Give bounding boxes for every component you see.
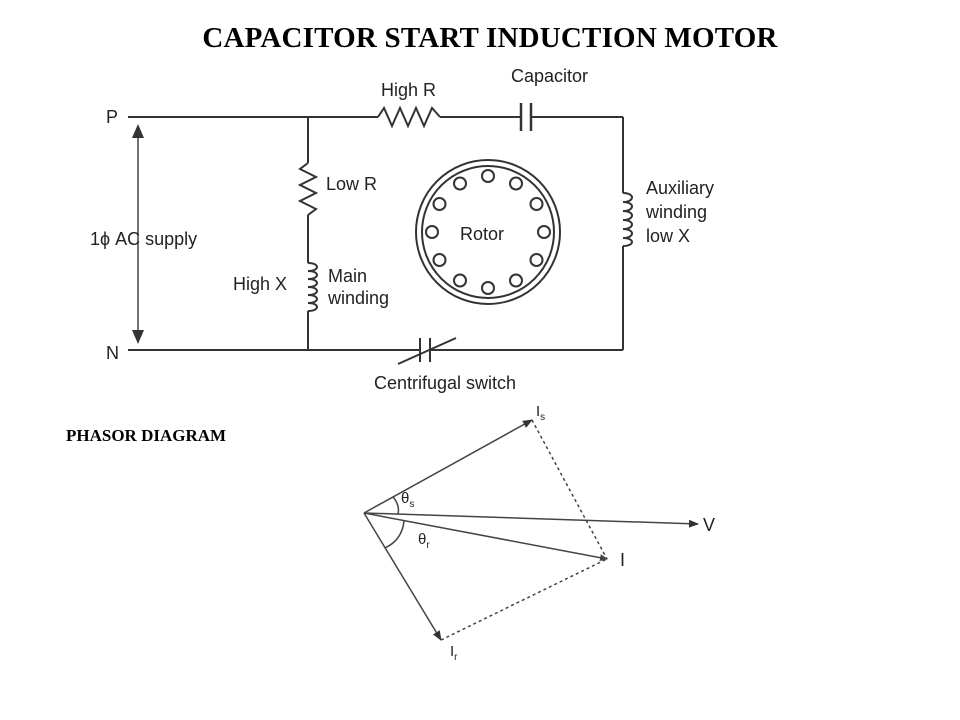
- centrifugal-switch-label: Centrifugal switch: [374, 373, 516, 393]
- rotor-slot: [537, 225, 551, 239]
- high-x-label: High X: [233, 274, 287, 294]
- high-r-resistor: [377, 105, 441, 129]
- rotor-slot: [453, 176, 467, 191]
- rotor-inner-ring: [421, 165, 555, 299]
- rotor-slot: [481, 281, 495, 295]
- phasor-dashed-ir-to-i: [440, 558, 608, 641]
- auxiliary-winding-label-1: Auxiliary: [646, 178, 714, 198]
- auxiliary-winding-coil: [622, 192, 633, 247]
- phasor-i: [363, 512, 608, 562]
- rotor-slot: [453, 273, 467, 288]
- rotor-outer-ring: [415, 159, 561, 305]
- phasor-diagram-label: PHASOR DIAGRAM: [66, 426, 227, 445]
- rotor-slot: [529, 197, 544, 211]
- theta-s-label: θs: [401, 490, 414, 510]
- centrifugal-switch-blade: [397, 337, 457, 365]
- i-label: I: [620, 550, 625, 570]
- capacitor-label: Capacitor: [511, 66, 588, 86]
- supply-label: 1ϕ AC supply: [90, 229, 197, 249]
- phasor-v: [363, 512, 699, 528]
- theta-r-arc: [384, 520, 405, 549]
- supply-arrow-head-up: [132, 124, 144, 138]
- phasor-dashed-is-to-i: [531, 419, 608, 560]
- rotor-slot: [425, 225, 439, 239]
- page-title: CAPACITOR START INDUCTION MOTOR: [202, 22, 778, 54]
- rotor-slot: [529, 253, 544, 267]
- phasor-is: [363, 419, 533, 514]
- auxiliary-winding-label-2: winding: [645, 202, 707, 222]
- rotor-slot: [509, 176, 523, 191]
- rotor-slot: [432, 253, 447, 267]
- v-label: V: [703, 515, 715, 535]
- low-r-resistor: [297, 162, 319, 216]
- is-label: Is: [536, 403, 545, 423]
- phasor-ir: [363, 512, 442, 641]
- main-winding-label-2: winding: [327, 288, 389, 308]
- terminal-p-label: P: [106, 107, 118, 127]
- rotor-slot: [481, 169, 495, 183]
- rotor-slots: [425, 169, 551, 295]
- main-winding-label-1: Main: [328, 266, 367, 286]
- theta-s-arc: [392, 496, 400, 515]
- rotor-label: Rotor: [460, 224, 504, 244]
- rotor-slot: [432, 197, 447, 211]
- supply-arrow-head-down: [132, 330, 144, 344]
- terminal-n-label: N: [106, 343, 119, 363]
- auxiliary-winding-label-3: low X: [646, 226, 690, 246]
- rotor-slot: [509, 273, 523, 288]
- ir-label: Ir: [450, 643, 458, 663]
- low-r-label: Low R: [326, 174, 377, 194]
- high-r-label: High R: [381, 80, 436, 100]
- theta-r-label: θr: [418, 531, 430, 551]
- main-winding-coil: [307, 262, 318, 312]
